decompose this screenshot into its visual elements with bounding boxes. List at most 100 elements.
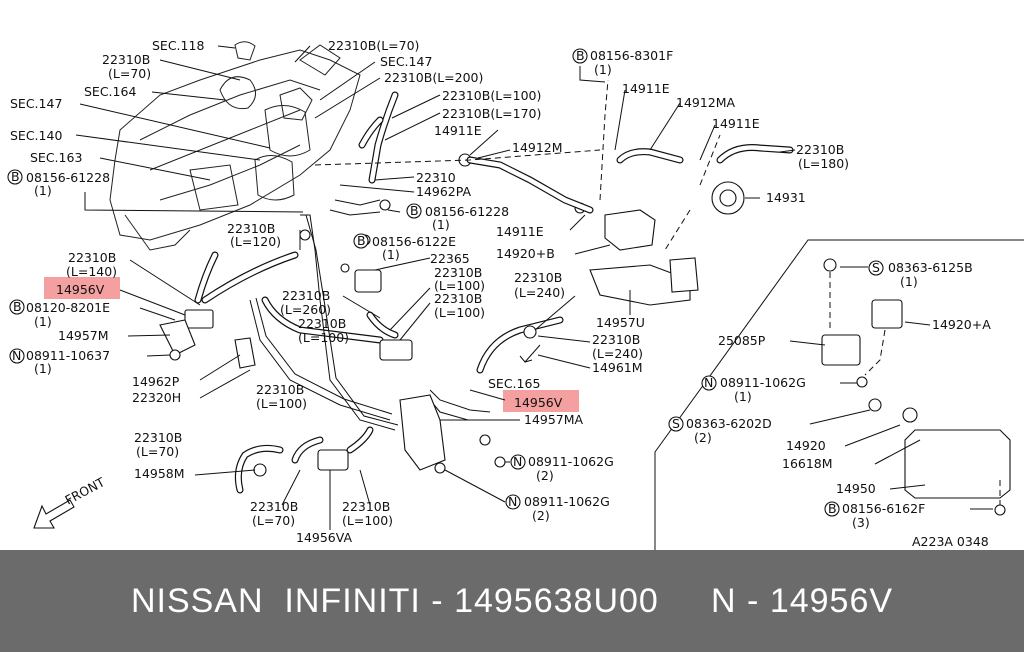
part-label: 14920+A (932, 317, 991, 332)
part-label: 14957M (58, 328, 109, 343)
circled-markers: B B B B N N N B S N S B (7, 48, 884, 517)
marker-letter: N (513, 454, 522, 469)
part-number-footer: NISSAN INFINITI - 1495638U00 N - 14956V (0, 550, 1024, 652)
part-label: (L=260) (280, 302, 331, 317)
part-label: 08363-6125B (888, 260, 973, 275)
footer-part-numbers: NISSAN INFINITI - 1495638U00 N - 14956V (130, 581, 894, 620)
part-label: SEC.140 (10, 128, 62, 143)
part-label: (1) (432, 217, 450, 232)
part-label: 14911E (496, 224, 544, 239)
part-label: (L=70) (108, 66, 151, 81)
part-label: SEC.163 (30, 150, 82, 165)
part-label: 14961M (592, 360, 643, 375)
marker-letter: N (12, 348, 21, 363)
part-label: 22310B (592, 332, 640, 347)
part-label: 22310B (282, 288, 330, 303)
marker-letter: N (508, 494, 517, 509)
parts-right-lower (654, 239, 1024, 550)
part-label: 08363-6202D (686, 416, 772, 431)
hose-network-left (194, 91, 564, 494)
part-label: 14962PA (416, 184, 472, 199)
part-label: 22365 (430, 251, 470, 266)
marker-letter: N (704, 375, 713, 390)
nut-marker: N (9, 348, 25, 364)
part-label: (L=180) (798, 156, 849, 171)
parts-left (159, 153, 586, 477)
part-label: 08156-6122E (372, 234, 456, 249)
part-label: 22310B(L=200) (384, 70, 483, 85)
bolt-marker: B (9, 299, 25, 315)
part-label: (2) (694, 430, 712, 445)
part-label: 08911-1062G (720, 375, 806, 390)
part-label: 14956VA (296, 530, 353, 545)
part-label: (1) (34, 361, 52, 376)
part-label: 14931 (766, 190, 806, 205)
part-label: 22310B (68, 250, 116, 265)
part-label: (L=240) (514, 285, 565, 300)
part-label: SEC.147 (380, 54, 432, 69)
part-label: 08911-1062G (524, 494, 610, 509)
leader-lines (75, 45, 993, 530)
bolt-marker: B (406, 203, 422, 219)
part-label: 14912M (512, 140, 563, 155)
part-label: 08156-6162F (842, 501, 925, 516)
part-label: 14950 (836, 481, 876, 496)
marker-letter: B (357, 233, 366, 248)
marker-letter: B (13, 299, 22, 314)
part-label: 22310B (298, 316, 346, 331)
bolt-marker: B (572, 48, 588, 64)
front-arrow: FRONT (33, 474, 107, 529)
part-label: 22310B (796, 142, 844, 157)
screw-marker: S (668, 416, 684, 432)
part-label: (L=70) (252, 513, 295, 528)
bolt-marker: B (353, 233, 369, 249)
part-label: 14911E (712, 116, 760, 131)
parts-right-upper (314, 79, 794, 306)
part-label: 08156-61228 (26, 170, 110, 185)
part-label: 22310B (514, 270, 562, 285)
bolt-marker: B (7, 169, 23, 185)
part-label: (L=70) (136, 444, 179, 459)
part-label: SEC.118 (152, 38, 204, 53)
part-label: 14911E (622, 81, 670, 96)
evap-hose-diagram: B B B B N N N B S N S B FRONT SEC.118 22… (7, 38, 1024, 550)
part-label: 08120-8201E (26, 300, 110, 315)
part-label: 22310B (102, 52, 150, 67)
part-label: 22310B (434, 291, 482, 306)
part-label: 25085P (718, 333, 766, 348)
part-label: (1) (594, 62, 612, 77)
part-label: 14962P (132, 374, 180, 389)
part-label: (3) (852, 515, 870, 530)
part-label-highlighted: 14956V (514, 395, 563, 410)
part-label: 14957MA (524, 412, 584, 427)
part-label: 22310B(L=170) (442, 106, 541, 121)
part-label: 22310B (250, 499, 298, 514)
part-label: (L=100) (298, 330, 349, 345)
nut-marker: N (701, 375, 717, 391)
part-label: (L=100) (342, 513, 393, 528)
part-label: 14958M (134, 466, 185, 481)
part-label: 16618M (782, 456, 833, 471)
part-label: (1) (900, 274, 918, 289)
engine-outline (109, 41, 361, 251)
part-label: 14957U (596, 315, 645, 330)
nut-marker: N (510, 454, 526, 470)
part-label: 22310B (256, 382, 304, 397)
marker-letter: S (672, 416, 680, 431)
part-label: 22320H (132, 390, 181, 405)
part-label: (1) (734, 389, 752, 404)
part-label: 08156-8301F (590, 48, 673, 63)
highlight-14956v-center (503, 390, 579, 412)
part-label: (L=100) (434, 278, 485, 293)
part-label: 08156-61228 (425, 204, 509, 219)
part-label: (L=140) (66, 264, 117, 279)
bolt-marker: B (824, 501, 840, 517)
nut-marker: N (505, 494, 521, 510)
part-label-highlighted: 14956V (56, 282, 105, 297)
part-labels: SEC.118 22310B(L=70) 22310B (L=70) SEC.1… (10, 38, 991, 549)
part-label: (1) (34, 183, 52, 198)
part-label: (L=100) (256, 396, 307, 411)
part-label: (2) (536, 468, 554, 483)
part-label: 14920+B (496, 246, 555, 261)
